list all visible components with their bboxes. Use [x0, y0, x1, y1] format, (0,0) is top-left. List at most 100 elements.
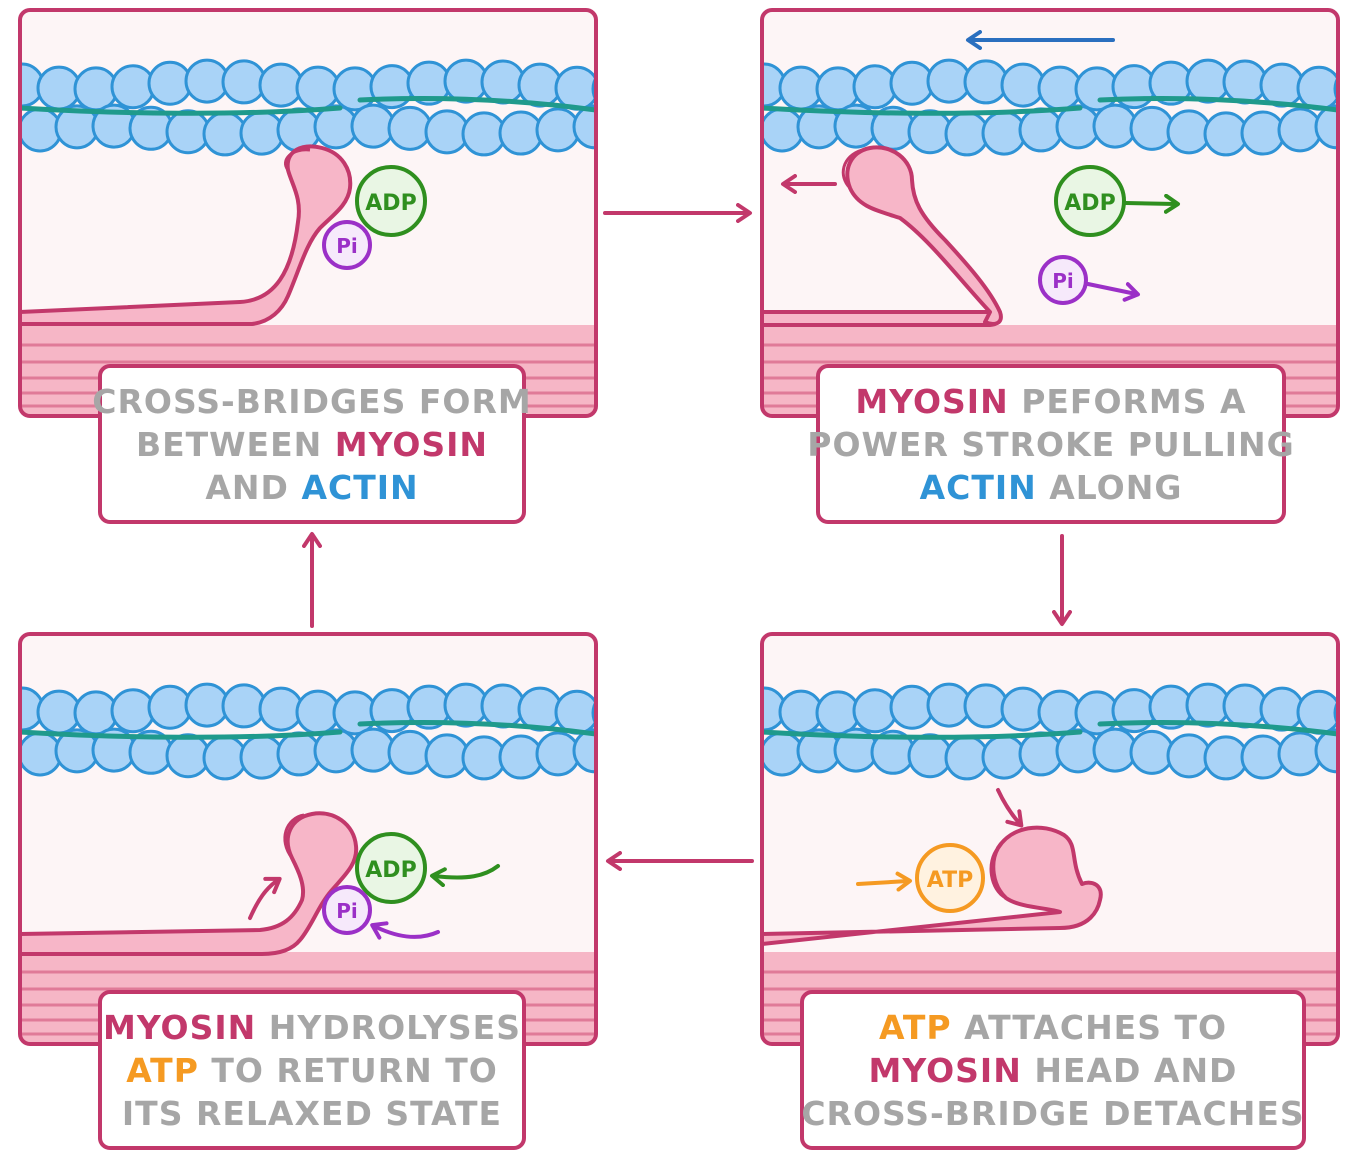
- caption-line: MYOSIN PEFORMS A: [855, 380, 1246, 423]
- actin-monomer: [1259, 686, 1305, 732]
- actin-monomer: [1000, 686, 1046, 732]
- phosphate-molecule: Pi: [322, 885, 372, 935]
- caption-text: AND: [205, 467, 302, 507]
- actin-monomer: [1277, 731, 1323, 777]
- actin-monomer: [239, 734, 285, 780]
- actin-monomer: [221, 683, 267, 729]
- actin-monomer: [258, 686, 304, 732]
- caption-text: ATTACHES TO: [951, 1007, 1228, 1047]
- adp-label: ADP: [365, 191, 416, 216]
- actin-monomer: [1240, 110, 1286, 156]
- actin-monomer: [591, 66, 596, 112]
- actin-monomer: [1353, 105, 1360, 147]
- panel-cross-bridge-formation: ADP Pi: [18, 8, 598, 418]
- atp-molecule: ATP: [915, 843, 985, 913]
- caption-text: HYDROLYSES: [256, 1007, 521, 1047]
- actin-monomer: [981, 734, 1027, 780]
- adp-label: ADP: [1064, 191, 1115, 216]
- actin-monomer: [852, 688, 898, 734]
- caption-line: ACTIN ALONG: [920, 466, 1183, 509]
- caption-keyword-atp: ATP: [126, 1050, 199, 1090]
- actin-monomer: [1129, 729, 1175, 775]
- actin-monomer: [1259, 62, 1305, 108]
- myosin-head: [20, 811, 359, 956]
- actin-monomer: [1333, 66, 1338, 112]
- adp-binding-arrow: [430, 864, 500, 888]
- caption-text: ALONG: [1036, 467, 1183, 507]
- phosphate-release-arrow: [1086, 282, 1140, 302]
- panel-atp-hydrolysis: ADP Pi: [18, 632, 653, 1046]
- adp-molecule: ADP: [355, 165, 427, 237]
- caption-text: PEFORMS A: [1008, 381, 1247, 421]
- actin-monomer: [963, 59, 1009, 105]
- phosphate-molecule: Pi: [322, 220, 372, 270]
- actin-monomer: [20, 731, 63, 777]
- actin-monomer: [1000, 62, 1046, 108]
- caption-cross-bridge-formation: CROSS-BRIDGES FORM BETWEEN MYOSIN AND AC…: [92, 364, 531, 524]
- caption-line: CROSS-BRIDGES FORM: [92, 380, 531, 423]
- caption-keyword-atp: ATP: [878, 1007, 952, 1047]
- phosphate-label: Pi: [336, 234, 358, 258]
- actin-monomer: [276, 731, 322, 777]
- tropomyosin-strand: [20, 719, 596, 740]
- actin-monomer: [1018, 107, 1064, 153]
- phosphate-label: Pi: [1052, 269, 1074, 293]
- myosin-head: [762, 145, 1003, 327]
- actin-monomer: [1353, 729, 1360, 771]
- caption-keyword-myosin: MYOSIN: [868, 1050, 1022, 1090]
- actin-monomer: [1277, 107, 1323, 153]
- myosin-head: [20, 144, 353, 326]
- tropomyosin-strand: [762, 95, 1338, 116]
- actin-monomer: [480, 683, 526, 729]
- caption-keyword-myosin: MYOSIN: [855, 381, 1009, 421]
- caption-text: ITS RELAXED STATE: [121, 1093, 503, 1133]
- caption-keyword-actin: ACTIN: [919, 467, 1037, 507]
- actin-monomer: [1129, 105, 1175, 151]
- phosphate-binding-arrow: [370, 921, 440, 940]
- actin-monomer: [762, 107, 805, 153]
- actin-filament: [20, 682, 653, 781]
- actin-monomer: [591, 690, 596, 736]
- actin-monomer: [517, 686, 563, 732]
- phosphate-label: Pi: [336, 899, 358, 923]
- actin-monomer: [963, 683, 1009, 729]
- caption-keyword-actin: ACTIN: [301, 467, 419, 507]
- actin-monomer: [535, 107, 581, 153]
- caption-text: CROSS-BRIDGES FORM: [92, 381, 532, 421]
- caption-line: MYOSIN HYDROLYSES: [103, 1006, 521, 1049]
- atp-binding-arrow: [856, 871, 912, 892]
- caption-keyword-myosin: MYOSIN: [102, 1007, 257, 1047]
- adp-label: ADP: [365, 858, 416, 883]
- detach-arrow: [996, 788, 1024, 828]
- actin-monomer: [1333, 690, 1338, 736]
- caption-line: POWER STROKE PULLING: [807, 423, 1294, 466]
- caption-line: BETWEEN MYOSIN: [136, 423, 488, 466]
- actin-monomer: [852, 64, 898, 110]
- caption-line: ATP ATTACHES TO: [879, 1006, 1227, 1049]
- phosphate-molecule: Pi: [1038, 255, 1088, 305]
- actin-monomer: [110, 64, 156, 110]
- actin-monomer: [258, 62, 304, 108]
- actin-monomer: [20, 107, 63, 153]
- actin-monomer: [221, 59, 267, 105]
- actin-monomer: [1240, 734, 1286, 780]
- panel-atp-attachment: ATP: [760, 632, 1360, 1046]
- actin-monomer: [535, 731, 581, 777]
- caption-atp-attachment: ATP ATTACHES TO MYOSIN HEAD AND CROSS-BR…: [800, 990, 1306, 1150]
- caption-line: ITS RELAXED STATE: [122, 1092, 502, 1135]
- actin-monomer: [611, 729, 653, 771]
- caption-text: POWER STROKE PULLING: [807, 424, 1295, 464]
- caption-power-stroke: MYOSIN PEFORMS A POWER STROKE PULLING AC…: [807, 364, 1294, 524]
- actin-monomer: [762, 731, 805, 777]
- actin-monomer: [1222, 59, 1268, 105]
- adp-molecule: ADP: [1054, 165, 1126, 237]
- caption-text: HEAD AND: [1021, 1050, 1238, 1090]
- adp-release-arrow: [1124, 193, 1180, 214]
- caption-text: BETWEEN: [135, 424, 335, 464]
- actin-monomer: [110, 688, 156, 734]
- actin-monomer: [1222, 683, 1268, 729]
- caption-line: ATP TO RETURN TO: [126, 1049, 498, 1092]
- caption-text: TO RETURN TO: [198, 1050, 498, 1090]
- actin-monomer: [498, 110, 544, 156]
